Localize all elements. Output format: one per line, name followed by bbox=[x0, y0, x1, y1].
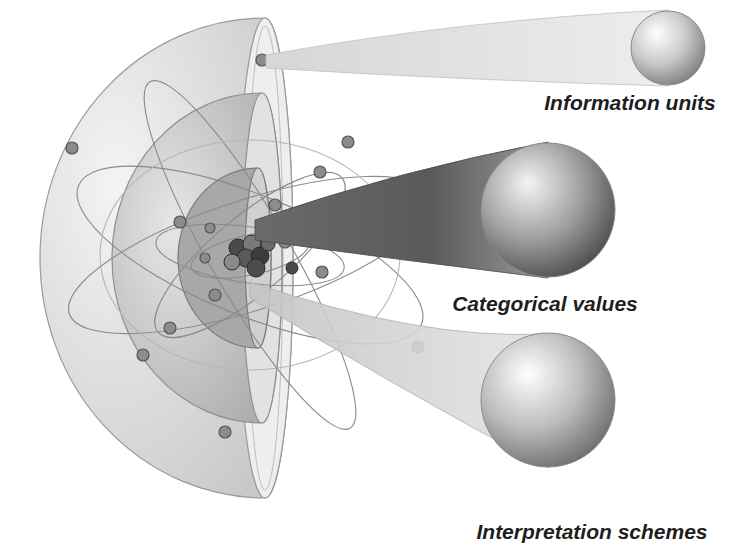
sphere-node: Interpretation schemes bbox=[480, 332, 616, 468]
sphere-node: Information units bbox=[630, 10, 706, 86]
sphere-label: Information units bbox=[544, 91, 716, 115]
outer-shell-cut bbox=[237, 18, 293, 498]
sphere bbox=[631, 11, 705, 85]
sphere-label: Categorical values bbox=[452, 292, 638, 316]
sphere bbox=[481, 143, 615, 277]
sphere-shape bbox=[480, 332, 616, 468]
sphere-label: Interpretation schemes bbox=[476, 520, 707, 544]
sphere bbox=[481, 333, 615, 467]
sphere-node: Categorical values bbox=[480, 142, 616, 278]
cone bbox=[266, 10, 668, 86]
sphere-shape bbox=[630, 10, 706, 86]
middle-shell bbox=[112, 93, 282, 423]
sphere-shape bbox=[480, 142, 616, 278]
